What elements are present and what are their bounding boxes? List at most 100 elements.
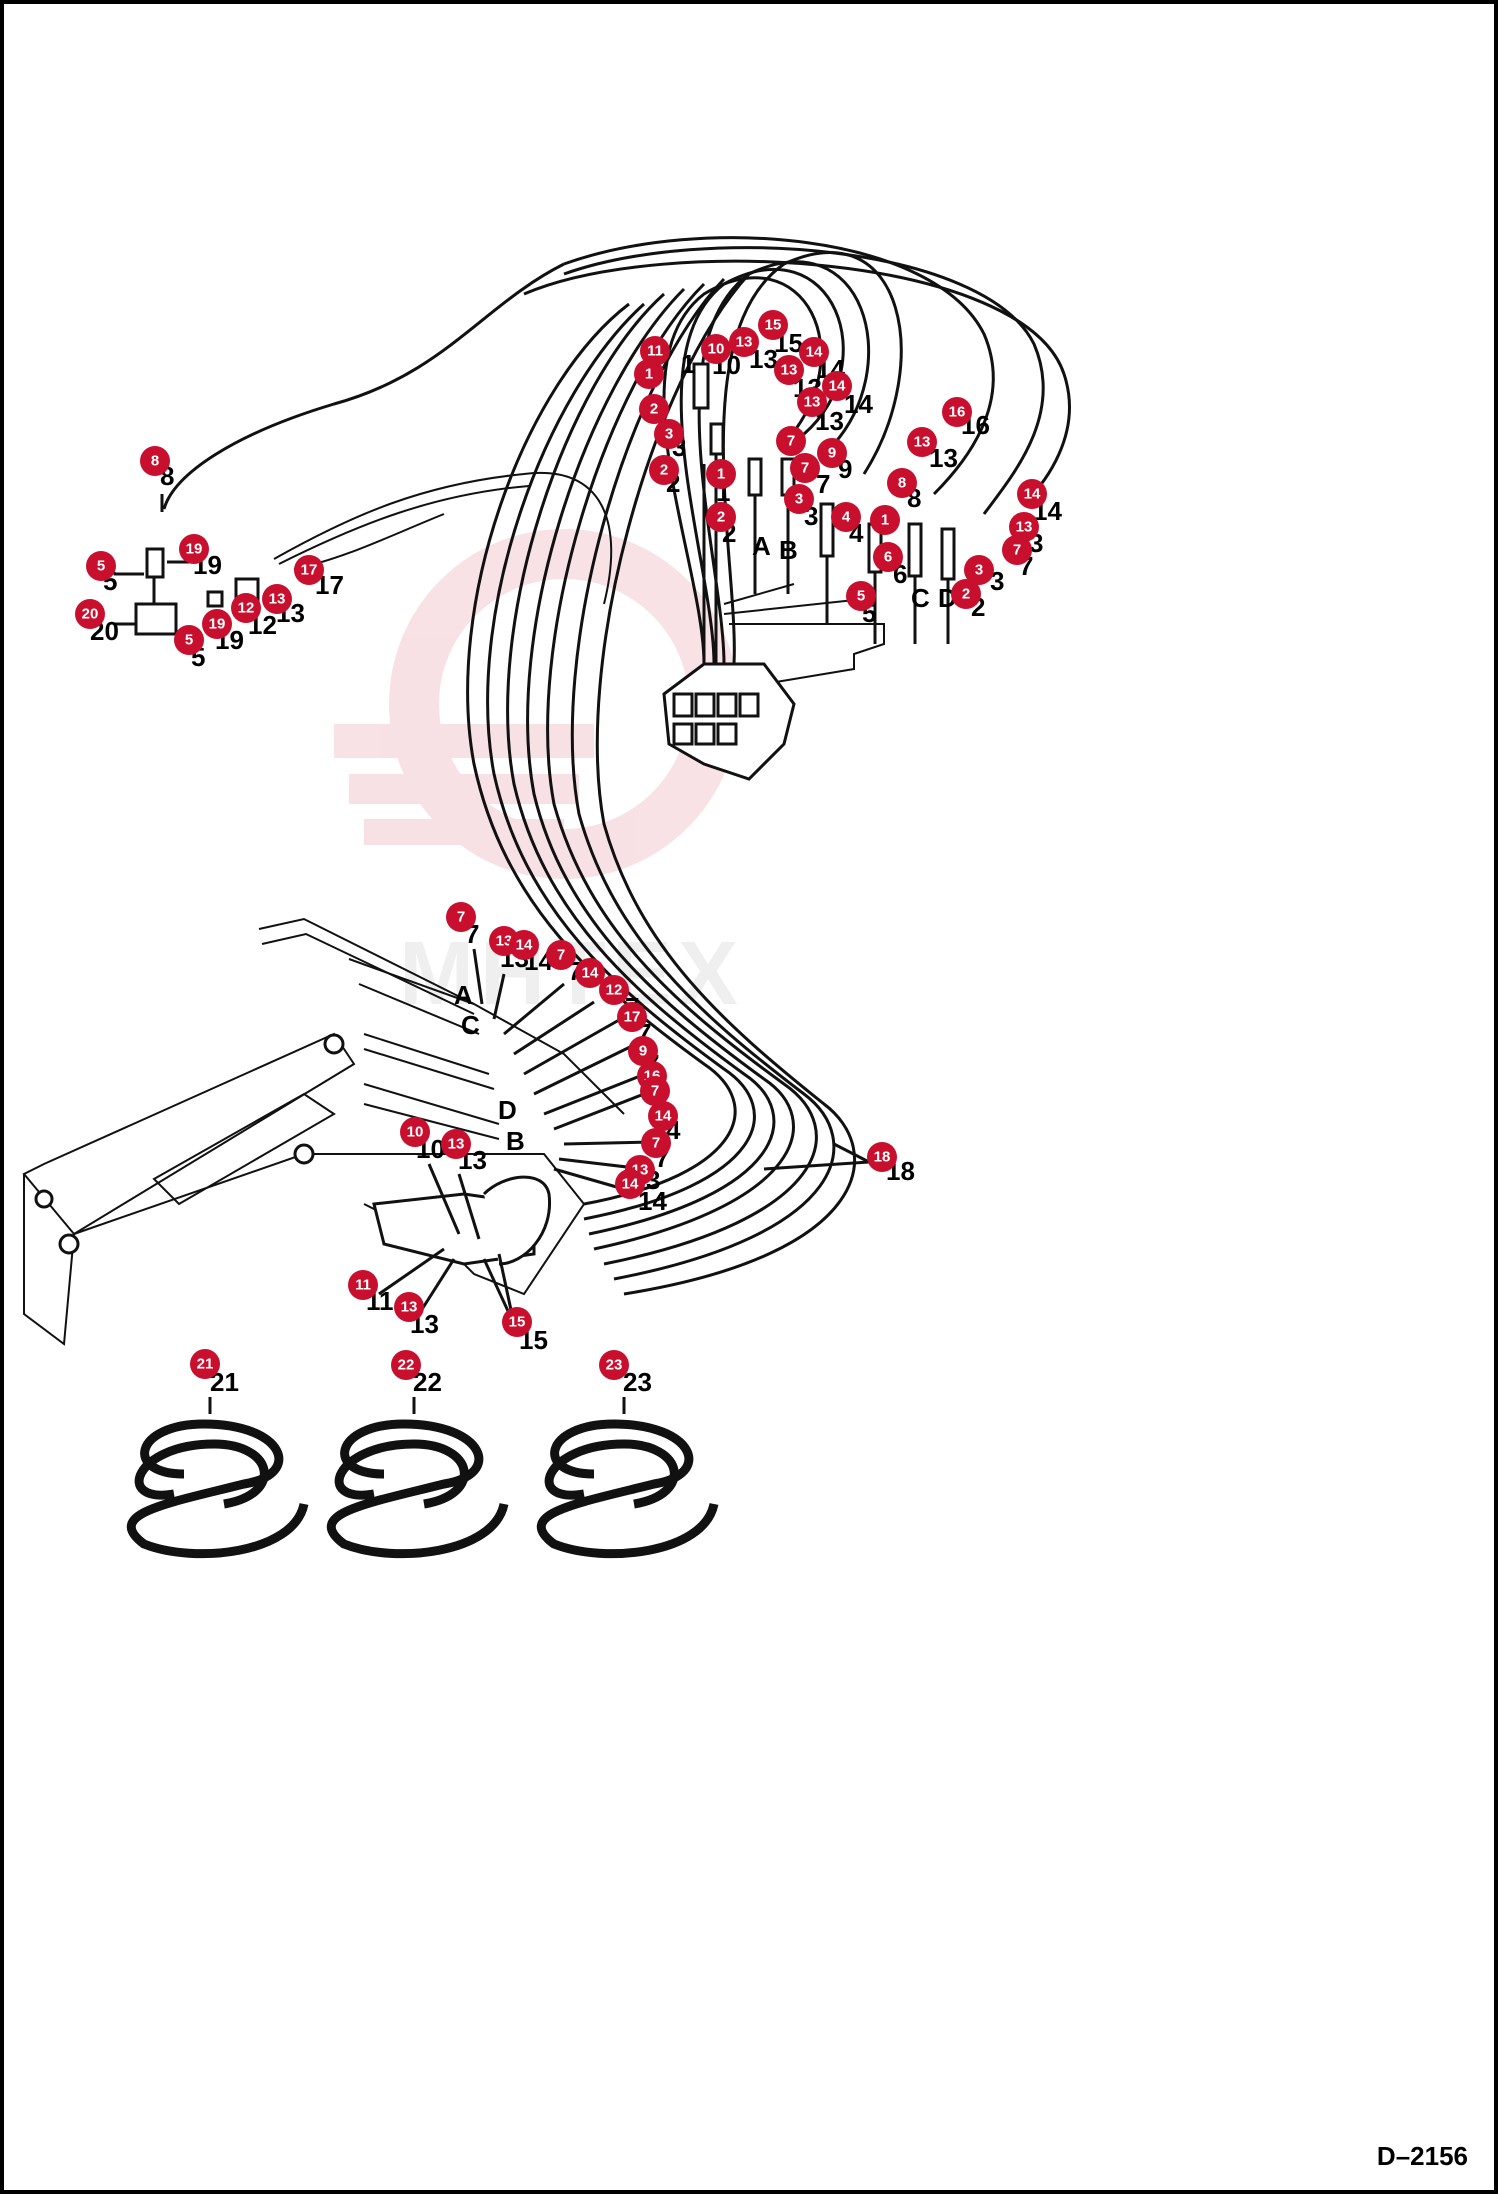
part-callout[interactable]: 19	[202, 609, 232, 639]
callout-badge[interactable]	[640, 1076, 670, 1106]
callout-badge[interactable]	[190, 1349, 220, 1379]
callout-badge[interactable]	[951, 579, 981, 609]
callout-badge[interactable]	[628, 1036, 658, 1066]
callout-badge[interactable]	[1017, 479, 1047, 509]
part-callout[interactable]: 13	[262, 584, 292, 614]
part-callout[interactable]: 6	[873, 542, 903, 572]
callout-badge[interactable]	[701, 334, 731, 364]
callout-badge[interactable]	[784, 484, 814, 514]
callout-badge[interactable]	[140, 446, 170, 476]
part-callout[interactable]: 9	[817, 438, 847, 468]
part-callout[interactable]: 16	[942, 397, 972, 427]
callout-badge[interactable]	[706, 502, 736, 532]
part-callout[interactable]: 14	[575, 958, 605, 988]
callout-badge[interactable]	[774, 355, 804, 385]
part-callout[interactable]: 17	[617, 1002, 647, 1032]
part-callout[interactable]: 13	[797, 387, 827, 417]
part-callout[interactable]: 13	[774, 355, 804, 385]
callout-badge[interactable]	[706, 459, 736, 489]
part-callout[interactable]: 14	[1017, 479, 1047, 509]
part-callout[interactable]: 2	[639, 394, 669, 424]
part-callout[interactable]: 17	[294, 555, 324, 585]
part-callout[interactable]: 7	[640, 1076, 670, 1106]
callout-badge[interactable]	[867, 1142, 897, 1172]
callout-badge[interactable]	[575, 958, 605, 988]
part-callout[interactable]: 12	[599, 975, 629, 1005]
callout-badge[interactable]	[400, 1117, 430, 1147]
callout-badge[interactable]	[729, 327, 759, 357]
callout-badge[interactable]	[887, 468, 917, 498]
part-callout[interactable]: 14	[648, 1101, 678, 1131]
part-callout[interactable]: 13	[729, 327, 759, 357]
part-callout[interactable]: 9	[628, 1036, 658, 1066]
callout-badge[interactable]	[348, 1270, 378, 1300]
callout-badge[interactable]	[654, 419, 684, 449]
part-callout[interactable]: 14	[509, 930, 539, 960]
callout-badge[interactable]	[1009, 512, 1039, 542]
part-callout[interactable]: 5	[846, 581, 876, 611]
part-callout[interactable]: 2	[649, 455, 679, 485]
callout-badge[interactable]	[846, 581, 876, 611]
part-callout[interactable]: 23	[599, 1350, 629, 1380]
callout-badge[interactable]	[179, 534, 209, 564]
part-callout[interactable]: 13	[441, 1129, 471, 1159]
callout-badge[interactable]	[262, 584, 292, 614]
callout-badge[interactable]	[649, 455, 679, 485]
part-callout[interactable]: 11	[348, 1270, 378, 1300]
part-callout[interactable]: 14	[799, 337, 829, 367]
callout-badge[interactable]	[231, 593, 261, 623]
part-callout[interactable]: 14	[822, 371, 852, 401]
part-callout[interactable]: 1	[870, 505, 900, 535]
part-callout[interactable]: 15	[758, 310, 788, 340]
callout-badge[interactable]	[758, 310, 788, 340]
callout-badge[interactable]	[86, 551, 116, 581]
part-callout[interactable]: 11	[640, 336, 670, 366]
part-callout[interactable]: 19	[179, 534, 209, 564]
part-callout[interactable]: 7	[546, 940, 576, 970]
part-callout[interactable]: 4	[831, 502, 861, 532]
part-callout[interactable]: 2	[951, 579, 981, 609]
part-callout[interactable]: 2	[706, 502, 736, 532]
callout-badge[interactable]	[446, 902, 476, 932]
part-callout[interactable]: 15	[502, 1307, 532, 1337]
part-callout[interactable]: 14	[615, 1169, 645, 1199]
part-callout[interactable]: 12	[231, 593, 261, 623]
callout-badge[interactable]	[822, 371, 852, 401]
callout-badge[interactable]	[870, 505, 900, 535]
callout-badge[interactable]	[964, 555, 994, 585]
part-callout[interactable]: 5	[86, 551, 116, 581]
callout-badge[interactable]	[394, 1292, 424, 1322]
callout-badge[interactable]	[502, 1307, 532, 1337]
callout-badge[interactable]	[391, 1350, 421, 1380]
part-callout[interactable]: 18	[867, 1142, 897, 1172]
part-callout[interactable]: 22	[391, 1350, 421, 1380]
part-callout[interactable]: 13	[394, 1292, 424, 1322]
callout-badge[interactable]	[1002, 535, 1032, 565]
part-callout[interactable]: 7	[790, 453, 820, 483]
callout-badge[interactable]	[599, 1350, 629, 1380]
part-callout[interactable]: 8	[140, 446, 170, 476]
callout-badge[interactable]	[294, 555, 324, 585]
part-callout[interactable]: 8	[887, 468, 917, 498]
part-callout[interactable]: 13	[907, 427, 937, 457]
callout-badge[interactable]	[797, 387, 827, 417]
part-callout[interactable]: 13	[1009, 512, 1039, 542]
part-callout[interactable]: 7	[776, 426, 806, 456]
callout-badge[interactable]	[174, 625, 204, 655]
callout-badge[interactable]	[639, 394, 669, 424]
part-callout[interactable]: 7	[446, 902, 476, 932]
part-callout[interactable]: 20	[75, 599, 105, 629]
callout-badge[interactable]	[776, 426, 806, 456]
part-callout[interactable]: 3	[654, 419, 684, 449]
part-callout[interactable]: 21	[190, 1349, 220, 1379]
callout-badge[interactable]	[202, 609, 232, 639]
callout-badge[interactable]	[799, 337, 829, 367]
part-callout[interactable]: 3	[964, 555, 994, 585]
part-callout[interactable]: 7	[641, 1128, 671, 1158]
callout-badge[interactable]	[640, 336, 670, 366]
callout-badge[interactable]	[817, 438, 847, 468]
callout-badge[interactable]	[615, 1169, 645, 1199]
callout-badge[interactable]	[509, 930, 539, 960]
callout-badge[interactable]	[831, 502, 861, 532]
callout-badge[interactable]	[546, 940, 576, 970]
